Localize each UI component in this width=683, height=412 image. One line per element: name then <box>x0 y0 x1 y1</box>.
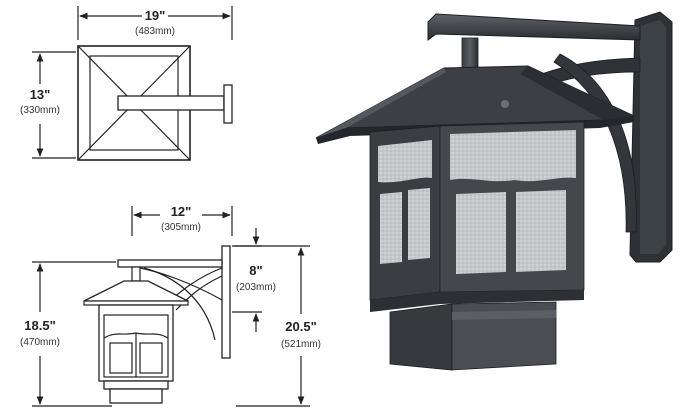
side-roof <box>83 280 189 302</box>
top-arm <box>427 13 641 41</box>
width-mm-label: (483mm) <box>135 26 175 37</box>
glass-pane <box>450 130 576 182</box>
extension-inches-label: 12" <box>171 204 192 219</box>
width-dimension: 19" (483mm) <box>77 6 233 40</box>
arm-brace <box>143 267 216 341</box>
side-view-diagram: 12" (305mm) 18.5" (470 <box>20 204 321 407</box>
top-view-diagram: 19" (483mm) 13" (330mm) <box>20 6 233 161</box>
overall-height-dimension: 20.5" (521mm) <box>234 245 321 407</box>
fixture-height-dimension: 18.5" (470mm) <box>20 261 116 407</box>
depth-inches-label: 13" <box>30 87 51 102</box>
finial <box>501 100 509 108</box>
lantern-base-ring <box>370 290 584 312</box>
backplate-bevel <box>640 20 666 254</box>
width-inches-label: 19" <box>145 8 166 23</box>
roof-facet <box>520 66 634 120</box>
roof-ridge-line <box>133 45 191 104</box>
fixture-height-inches-label: 18.5" <box>24 318 55 333</box>
roof-facet <box>316 68 446 138</box>
arm-brace <box>175 275 223 311</box>
glass-pane <box>380 192 402 264</box>
roof-ridge-line <box>133 102 191 161</box>
lantern-bottom-left <box>389 303 453 371</box>
product-image <box>315 11 673 371</box>
window-pane <box>109 342 133 374</box>
side-arm <box>117 259 223 268</box>
side-wall-plate <box>221 245 231 359</box>
fixture-height-mm-label: (470mm) <box>20 337 60 348</box>
extension-mm-label: (305mm) <box>161 222 201 233</box>
overall-height-inches-label: 20.5" <box>285 319 316 334</box>
wall-plate <box>223 84 233 124</box>
roof-ridge-line <box>77 102 135 161</box>
depth-dimension: 13" (330mm) <box>20 51 76 159</box>
backplate-dimension: 8" (203mm) <box>232 228 276 332</box>
glass-pane <box>456 192 506 274</box>
backplate-mm-label: (203mm) <box>236 282 276 293</box>
arm-brace <box>139 267 223 301</box>
bottom-band <box>452 310 556 320</box>
lantern-base <box>103 380 169 390</box>
backplate-inches-label: 8" <box>249 263 262 278</box>
mounting-arm <box>117 95 225 111</box>
glass-pane <box>378 140 432 183</box>
window-pane <box>139 342 163 374</box>
hanger <box>131 266 141 282</box>
lantern-bottom <box>109 388 163 404</box>
glass-pane <box>408 188 430 260</box>
overall-height-mm-label: (521mm) <box>281 339 321 350</box>
roof-ridge-line <box>77 45 135 104</box>
glass-pane <box>516 190 566 272</box>
depth-mm-label: (330mm) <box>20 105 60 116</box>
extension-dimension: 12" (305mm) <box>131 204 233 236</box>
brace-curve <box>553 53 637 233</box>
